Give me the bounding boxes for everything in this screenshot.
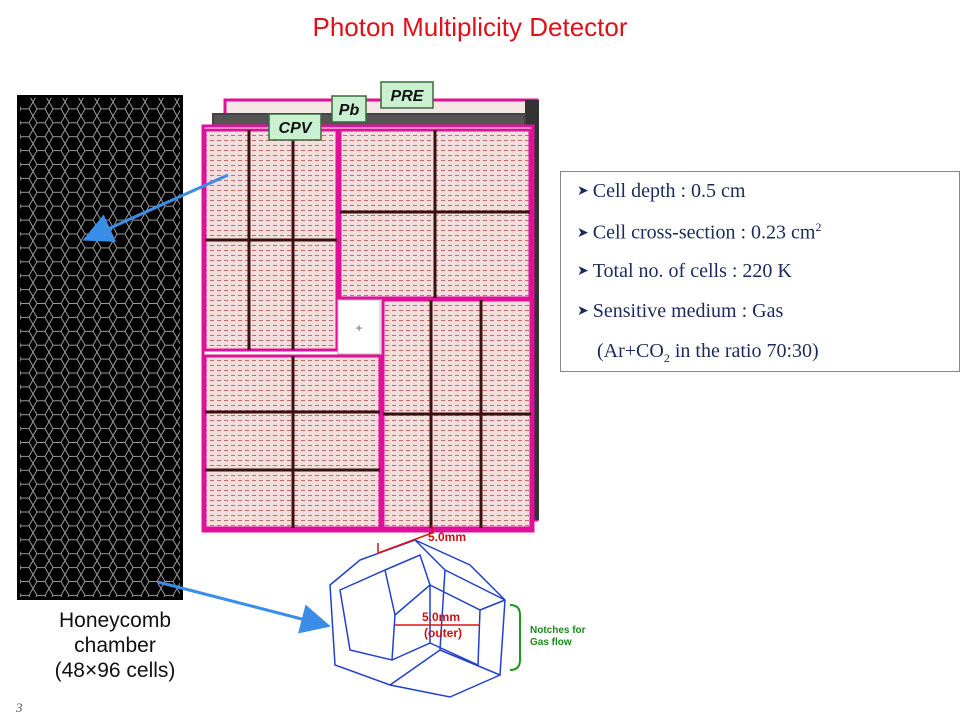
honeycomb-chamber-image	[17, 95, 183, 600]
arrowhead-bullet-icon: ➤	[577, 184, 589, 199]
spec-gas-ratio: (Ar+CO2 in the ratio 70:30)	[597, 340, 819, 366]
page-title: Photon Multiplicity Detector	[312, 12, 628, 42]
specifications-box: ➤Cell depth : 0.5 cm ➤Cell cross-section…	[560, 171, 960, 372]
spec-cell-depth: ➤Cell depth : 0.5 cm	[577, 180, 746, 203]
layer-pb-tag: Pb	[339, 102, 360, 119]
spec-cross-section-text: Cell cross-section : 0.23 cm	[592, 221, 816, 244]
detector-layer-stack: + PRE Pb CPV	[195, 78, 545, 533]
arrowhead-bullet-icon: ➤	[577, 264, 589, 279]
spec-ratio-prefix: (Ar+CO	[597, 340, 664, 362]
honeycomb-label-line-3: (48×96 cells)	[54, 659, 176, 682]
hexagonal-cell-diagram: 5.0mm 5.0mm (outer) Notches for Gas flow	[320, 525, 600, 700]
inner-dimension-note: (outer)	[424, 626, 462, 640]
spec-total-cells-text: Total no. of cells : 220 K	[592, 260, 792, 282]
spec-ratio-suffix: in the ratio 70:30)	[669, 340, 819, 362]
inner-dimension-label: 5.0mm	[422, 610, 460, 624]
spec-total-cells: ➤Total no. of cells : 220 K	[577, 260, 792, 283]
arrowhead-bullet-icon: ➤	[577, 225, 589, 241]
spec-sensitive-medium: ➤Sensitive medium : Gas	[577, 300, 783, 323]
layer-cpv-tag: CPV	[279, 120, 313, 137]
notch-label-line-1: Notches for	[530, 625, 586, 636]
spec-ratio-sub: 2	[663, 351, 670, 365]
top-dimension-label: 5.0mm	[428, 530, 466, 544]
spec-medium-text: Sensitive medium : Gas	[592, 300, 784, 322]
honeycomb-label: Honeycomb chamber (48×96 cells)	[20, 608, 210, 683]
honeycomb-label-line-1: Honeycomb	[58, 609, 172, 632]
spec-cell-cross-section: ➤Cell cross-section : 0.23 cm2	[577, 220, 821, 245]
spec-cell-depth-text: Cell depth : 0.5 cm	[592, 180, 746, 202]
honeycomb-label-line-2: chamber	[74, 634, 156, 657]
spec-cross-section-sup: 2	[815, 220, 822, 234]
notch-label-line-2: Gas flow	[530, 637, 572, 648]
center-marker: +	[355, 321, 362, 335]
slide-number: 3	[16, 700, 23, 715]
layer-pre-tag: PRE	[391, 88, 425, 105]
arrowhead-bullet-icon: ➤	[577, 304, 589, 319]
